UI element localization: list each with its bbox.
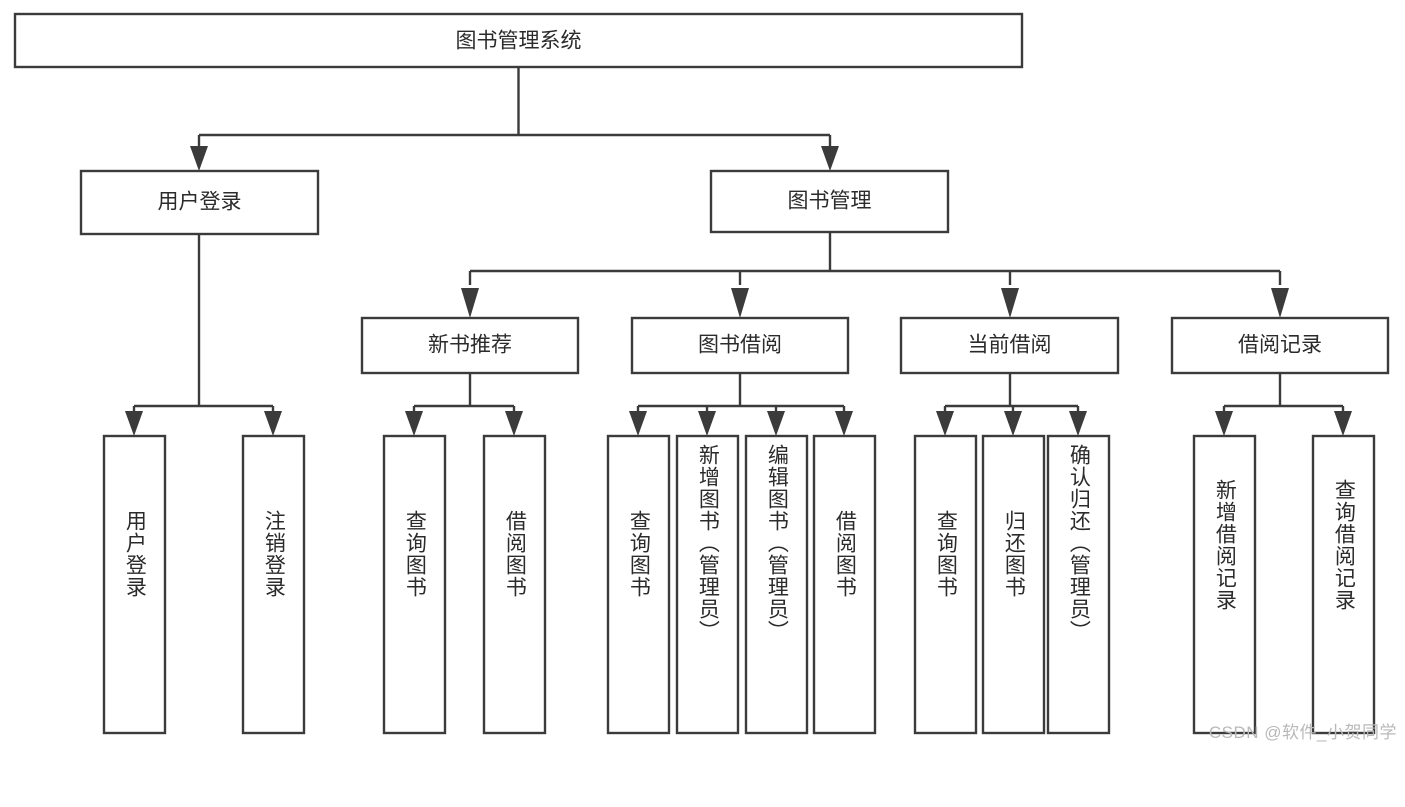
node-box-current-borrow[interactable] [899, 316, 1120, 375]
node-box-leaf-borrow-book-2[interactable] [812, 434, 877, 735]
node-box-leaf-query-book-3[interactable] [913, 434, 978, 735]
arrow-head-record [1271, 288, 1289, 318]
node-label-root: 图书管理系统 [456, 30, 582, 53]
arrow-head-current [1001, 288, 1019, 318]
node-box-leaf-user-login[interactable] [102, 434, 167, 735]
node-label-current-borrow: 当前借阅 [968, 334, 1052, 357]
node-label-book-management: 图书管理 [788, 190, 872, 213]
node-box-book-management[interactable] [709, 169, 950, 234]
node-box-leaf-borrow-book-1[interactable] [482, 434, 547, 735]
node-box-user-login[interactable] [79, 169, 320, 236]
node-box-root[interactable] [13, 12, 1024, 69]
arrow-head-leaf-return-book [1004, 411, 1022, 436]
arrow-head-leaf-logout [264, 411, 282, 436]
diagram-canvas: 图书管理系统 用户登录 图书管理 新书推荐 图书借阅 当前借阅 借阅记录 [13, 12, 1397, 742]
connector-group-current [936, 373, 1087, 436]
connector-group-root [190, 67, 839, 171]
watermark-text: CSDN @软件_小贺同学 [1208, 723, 1397, 742]
arrow-head-leaf-query-book-1 [405, 411, 423, 436]
node-box-leaf-query-record[interactable] [1311, 434, 1376, 735]
node-user-login[interactable]: 用户登录 [79, 169, 320, 236]
arrow-head-leaf-query-book-3 [936, 411, 954, 436]
arrow-head-borrow [731, 288, 749, 318]
node-borrow-record[interactable]: 借阅记录 [1170, 316, 1390, 375]
node-root[interactable]: 图书管理系统 [13, 12, 1024, 69]
arrow-head-leaf-add-record [1215, 411, 1233, 436]
node-box-leaf-add-record[interactable] [1192, 434, 1257, 735]
node-label-borrow-record: 借阅记录 [1238, 334, 1322, 357]
node-box-leaf-confirm-return[interactable] [1046, 434, 1111, 735]
connector-group-userlogin [125, 234, 282, 436]
node-current-borrow[interactable]: 当前借阅 [899, 316, 1120, 375]
node-box-leaf-return-book[interactable] [981, 434, 1046, 735]
arrow-head-leaf-borrow-book-2 [835, 411, 853, 436]
arrow-head-leaf-query-book-2 [629, 411, 647, 436]
node-book-management[interactable]: 图书管理 [709, 169, 950, 234]
connector-group-borrow [629, 373, 853, 436]
arrow-head-leaf-edit-book [767, 411, 785, 436]
node-new-book-recommend[interactable]: 新书推荐 [360, 316, 580, 375]
connector-group-newbook [405, 373, 523, 436]
node-book-borrow[interactable]: 图书借阅 [630, 316, 850, 375]
connector-group-bookmgmt [461, 232, 1289, 318]
node-box-leaf-edit-book[interactable] [744, 434, 809, 735]
arrow-head-bookmgmt [821, 146, 839, 171]
arrow-head-leaf-add-book [698, 411, 716, 436]
connector-group-record [1215, 373, 1352, 436]
node-box-book-borrow[interactable] [630, 316, 850, 375]
node-label-user-login: 用户登录 [158, 191, 242, 214]
arrow-head-leaf-user-login [125, 411, 143, 436]
node-box-new-book-recommend[interactable] [360, 316, 580, 375]
node-box-leaf-query-book-1[interactable] [382, 434, 447, 735]
node-box-leaf-logout[interactable] [241, 434, 306, 735]
node-box-leaf-add-book[interactable] [675, 434, 740, 735]
arrow-head-leaf-borrow-book-1 [505, 411, 523, 436]
hierarchy-diagram: 图书管理系统 用户登录 图书管理 新书推荐 图书借阅 当前借阅 借阅记录 [13, 12, 1390, 735]
arrow-head-newbook [461, 288, 479, 318]
arrow-head-leaf-confirm-return [1069, 411, 1087, 436]
node-box-leaf-query-book-2[interactable] [606, 434, 671, 735]
arrow-head-leaf-query-record [1334, 411, 1352, 436]
node-label-new-book-recommend: 新书推荐 [428, 334, 512, 357]
node-box-borrow-record[interactable] [1170, 316, 1390, 375]
node-label-book-borrow: 图书借阅 [698, 334, 782, 357]
arrow-head-userlogin [190, 146, 208, 171]
